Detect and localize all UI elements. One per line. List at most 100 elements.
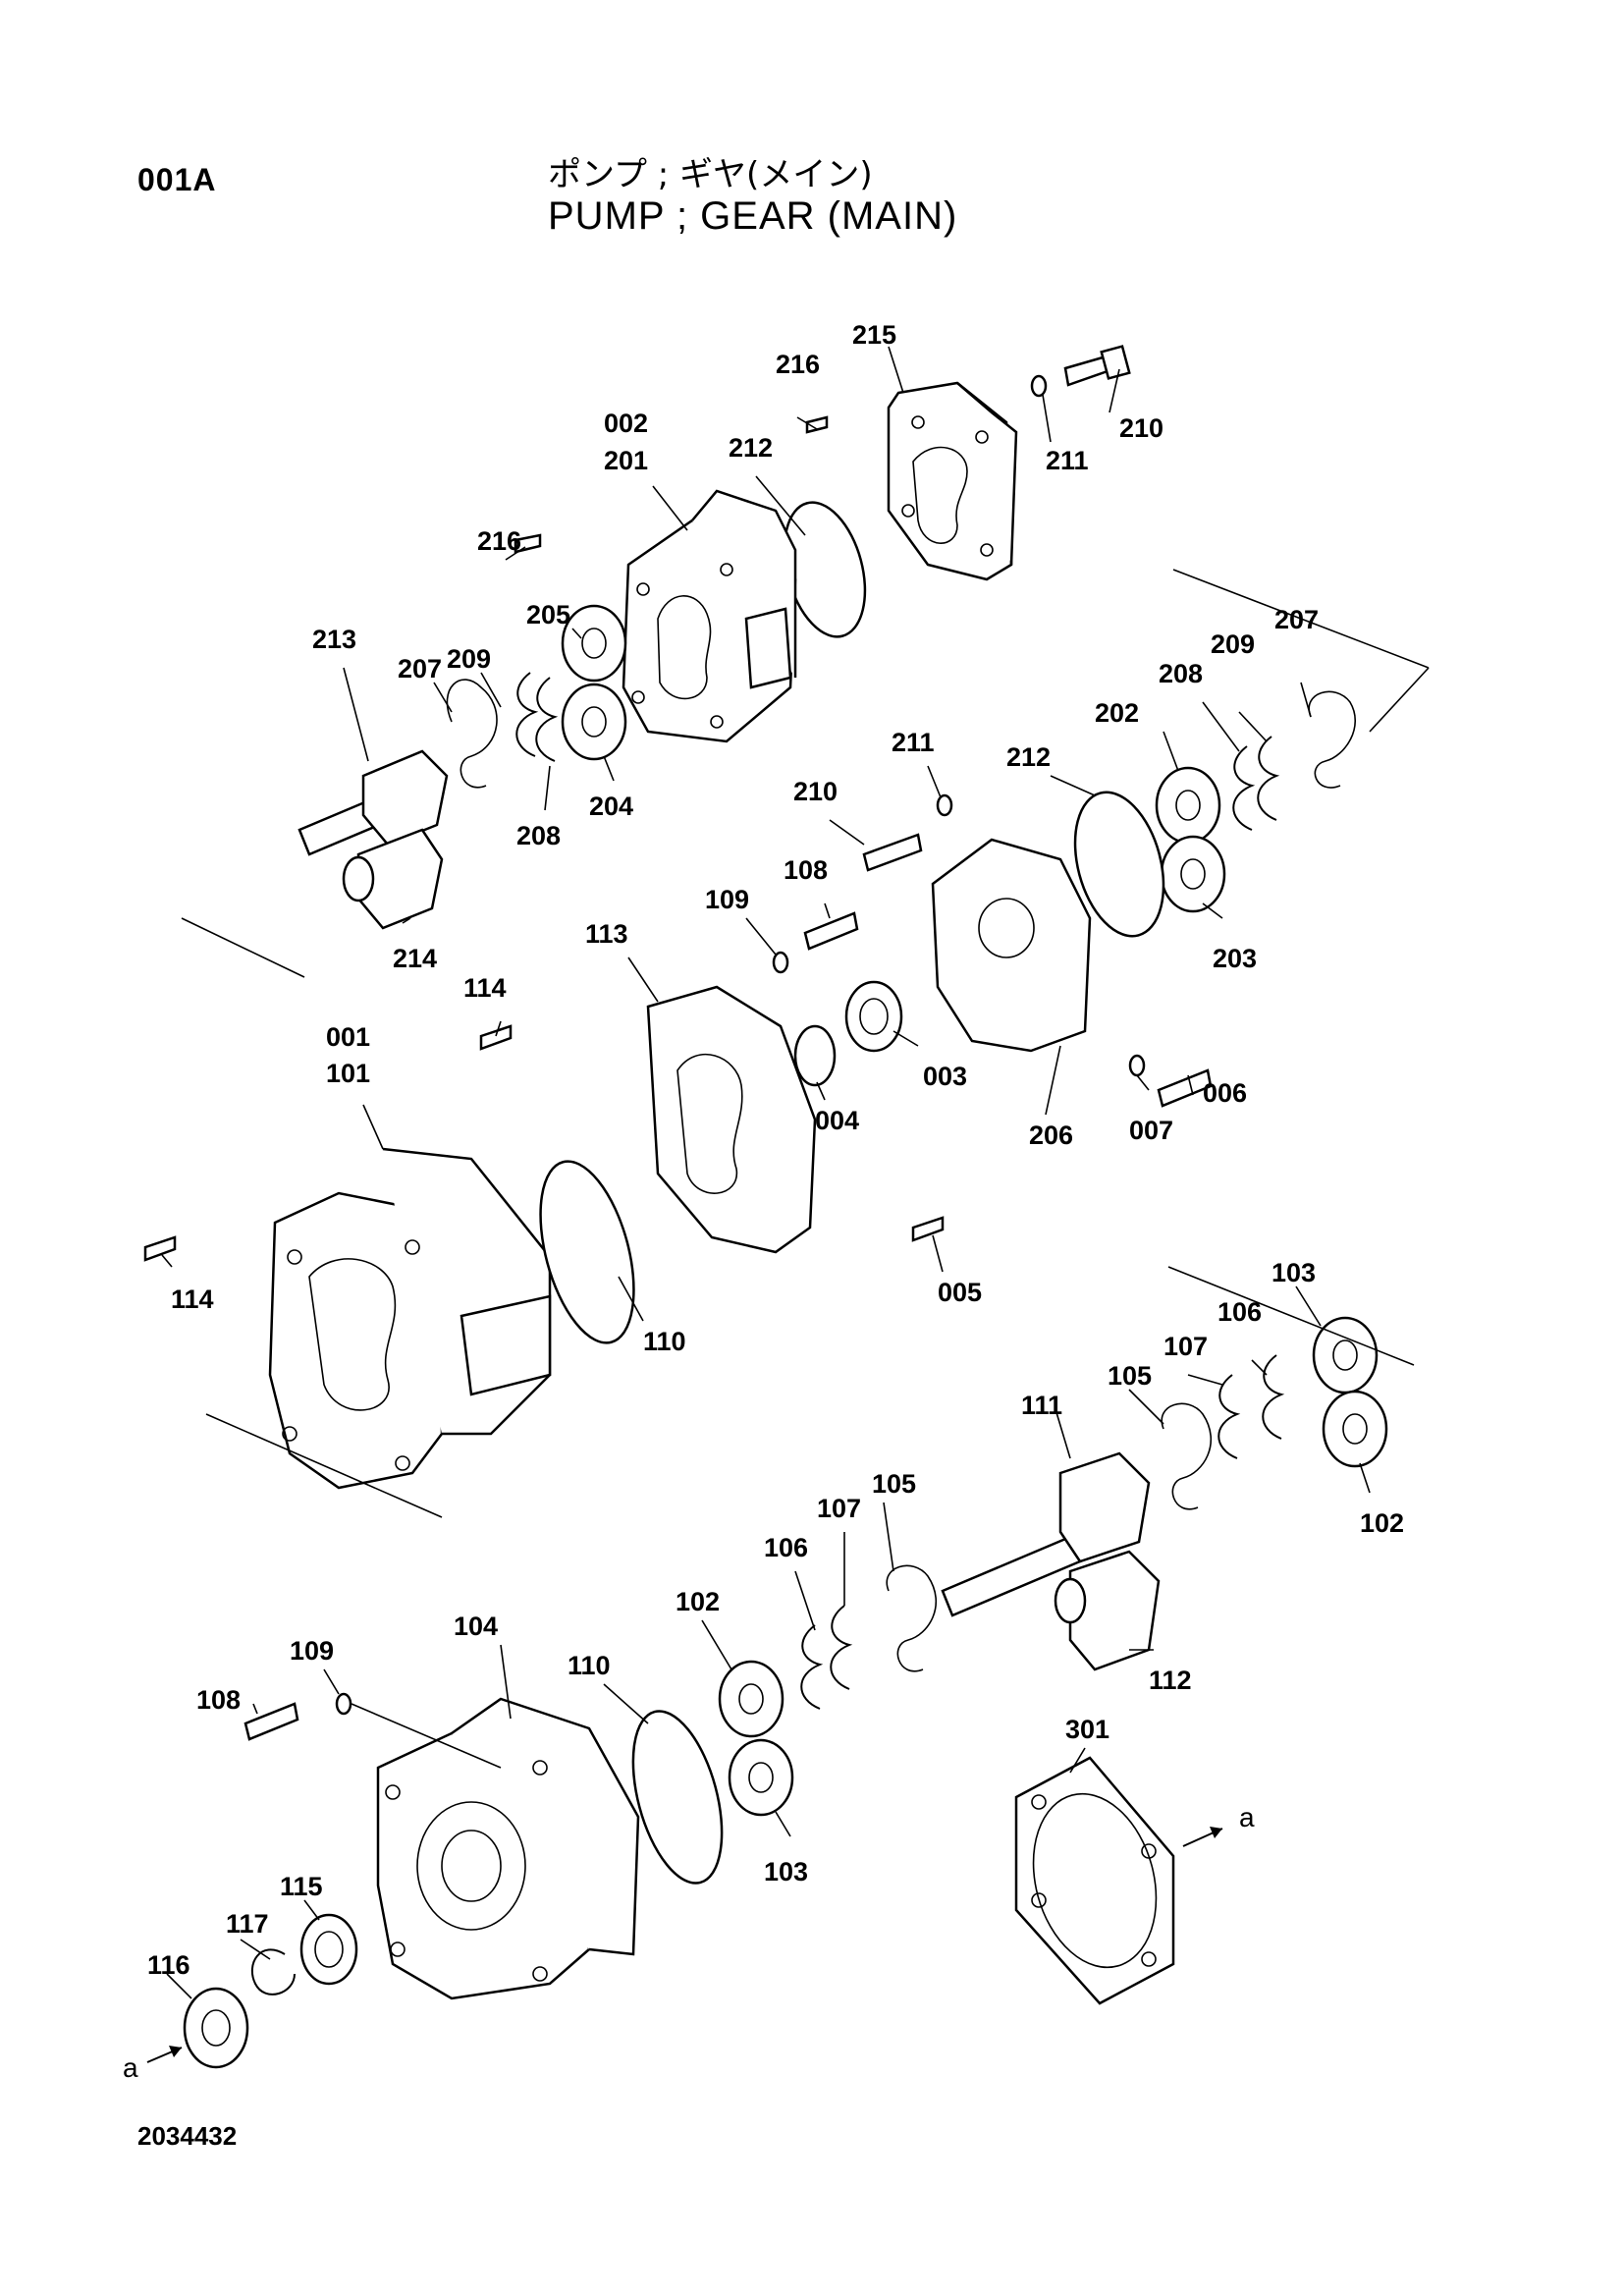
callout-a-lower: a [123,2052,138,2083]
callout-210-mid: 210 [793,777,838,806]
callout-215: 215 [852,320,896,350]
gear-shaft-111 [941,1451,1151,1617]
callout-208-right: 208 [1159,659,1203,688]
leader-207-group-b [1369,667,1430,733]
callout-104: 104 [454,1612,498,1641]
o-ring-004 [793,1024,837,1087]
callout-101: 101 [326,1059,370,1088]
bolt-108-mid [803,911,859,951]
seal-209-left [515,672,539,757]
seal-208-right [1232,745,1256,831]
callout-114-mid: 114 [463,973,507,1003]
bolt-210-mid [862,833,923,872]
callout-204: 204 [589,792,633,821]
bushing-203 [1160,835,1226,913]
bushing-205 [561,604,627,683]
leader-103-group [1167,1266,1415,1366]
callout-210-top: 210 [1119,413,1163,443]
callout-002: 002 [604,409,648,438]
bolt-108-lower [243,1702,299,1741]
drawing-number: 2034432 [137,2121,238,2151]
callout-301: 301 [1065,1715,1109,1744]
leader-109-lower [351,1703,502,1769]
cover-plate-215 [887,381,1018,581]
callout-007: 007 [1129,1116,1173,1145]
housing-101 [268,1147,552,1490]
callout-103-right: 103 [1271,1258,1316,1287]
callout-202: 202 [1095,698,1139,728]
callout-105-left: 105 [872,1469,916,1499]
callout-111: 111 [1021,1391,1062,1420]
gasket-301 [1014,1756,1175,2005]
leader-207-group [1172,569,1430,669]
bearing-115 [299,1913,358,1986]
callout-211-mid: 211 [892,728,935,757]
callout-201: 201 [604,446,648,475]
seal-107-left [830,1605,853,1690]
callout-212-top: 212 [729,433,773,463]
callout-209-right: 209 [1211,629,1255,659]
callout-109-lower: 109 [290,1636,334,1666]
callout-106-left: 106 [764,1533,808,1562]
callout-214: 214 [393,944,437,973]
bushing-103-left [728,1738,794,1817]
bolt-006 [1157,1068,1213,1108]
gear-214 [342,828,444,930]
callout-113: 113 [585,919,628,949]
page-title: PUMP ; GEAR (MAIN) [548,194,958,238]
callout-001: 001 [326,1022,370,1052]
callout-213: 213 [312,625,356,654]
callout-106-right: 106 [1217,1297,1262,1327]
callout-006: 006 [1203,1078,1247,1108]
bushing-204 [561,683,627,761]
callout-005: 005 [938,1278,982,1307]
o-ring-212-mid [1073,791,1165,938]
callout-105-right: 105 [1108,1361,1152,1391]
gear-shaft-213 [298,749,449,856]
o-ring-110-mid [539,1160,635,1344]
callout-110-mid: 110 [643,1327,686,1356]
callout-116: 116 [147,1950,190,1980]
callout-a-upper: a [1239,1802,1255,1832]
plate-207-right [1308,690,1356,789]
callout-206: 206 [1029,1121,1073,1150]
seal-106-left [800,1624,824,1710]
callout-110-lower: 110 [568,1651,611,1680]
callout-208-left: 208 [516,821,561,850]
gear-112 [1054,1550,1161,1671]
title-japanese: ポンプ ; ギヤ(メイン) [548,155,873,194]
o-ring-110-lower [631,1710,724,1885]
seal-106-right [1262,1354,1285,1440]
housing-113 [646,985,817,1254]
callout-102-left: 102 [676,1587,720,1616]
bushing-102-left [718,1660,784,1738]
callout-114-left: 114 [171,1285,214,1314]
bolt-210-top [1063,345,1131,387]
arrow-a-upper-head [1210,1827,1222,1838]
callout-216-top: 216 [776,350,820,379]
housing-206 [931,838,1092,1053]
seal-209-right [1257,736,1280,821]
pin-005 [911,1216,945,1242]
arrow-a-lower-head [169,2046,182,2057]
callout-211-top: 211 [1046,446,1089,475]
washer-211-mid [936,793,953,817]
pin-216-top [805,415,829,434]
bushing-003 [844,980,903,1053]
plate-105-right [1161,1402,1213,1510]
bushing-202 [1155,766,1221,845]
callout-117: 117 [226,1909,269,1939]
pin-114-left [143,1235,177,1262]
seal-107-right [1217,1374,1241,1459]
callout-112: 112 [1149,1666,1192,1695]
callout-205: 205 [526,600,570,629]
callout-107-left: 107 [817,1494,861,1523]
leader-lines [161,346,1371,1999]
bushing-102-right [1322,1390,1388,1468]
callout-108-mid: 108 [784,855,828,885]
callout-107-right: 107 [1163,1332,1208,1361]
pin-216-mid [514,533,542,554]
washer-211-top [1030,374,1048,398]
callout-102-right: 102 [1360,1508,1404,1538]
